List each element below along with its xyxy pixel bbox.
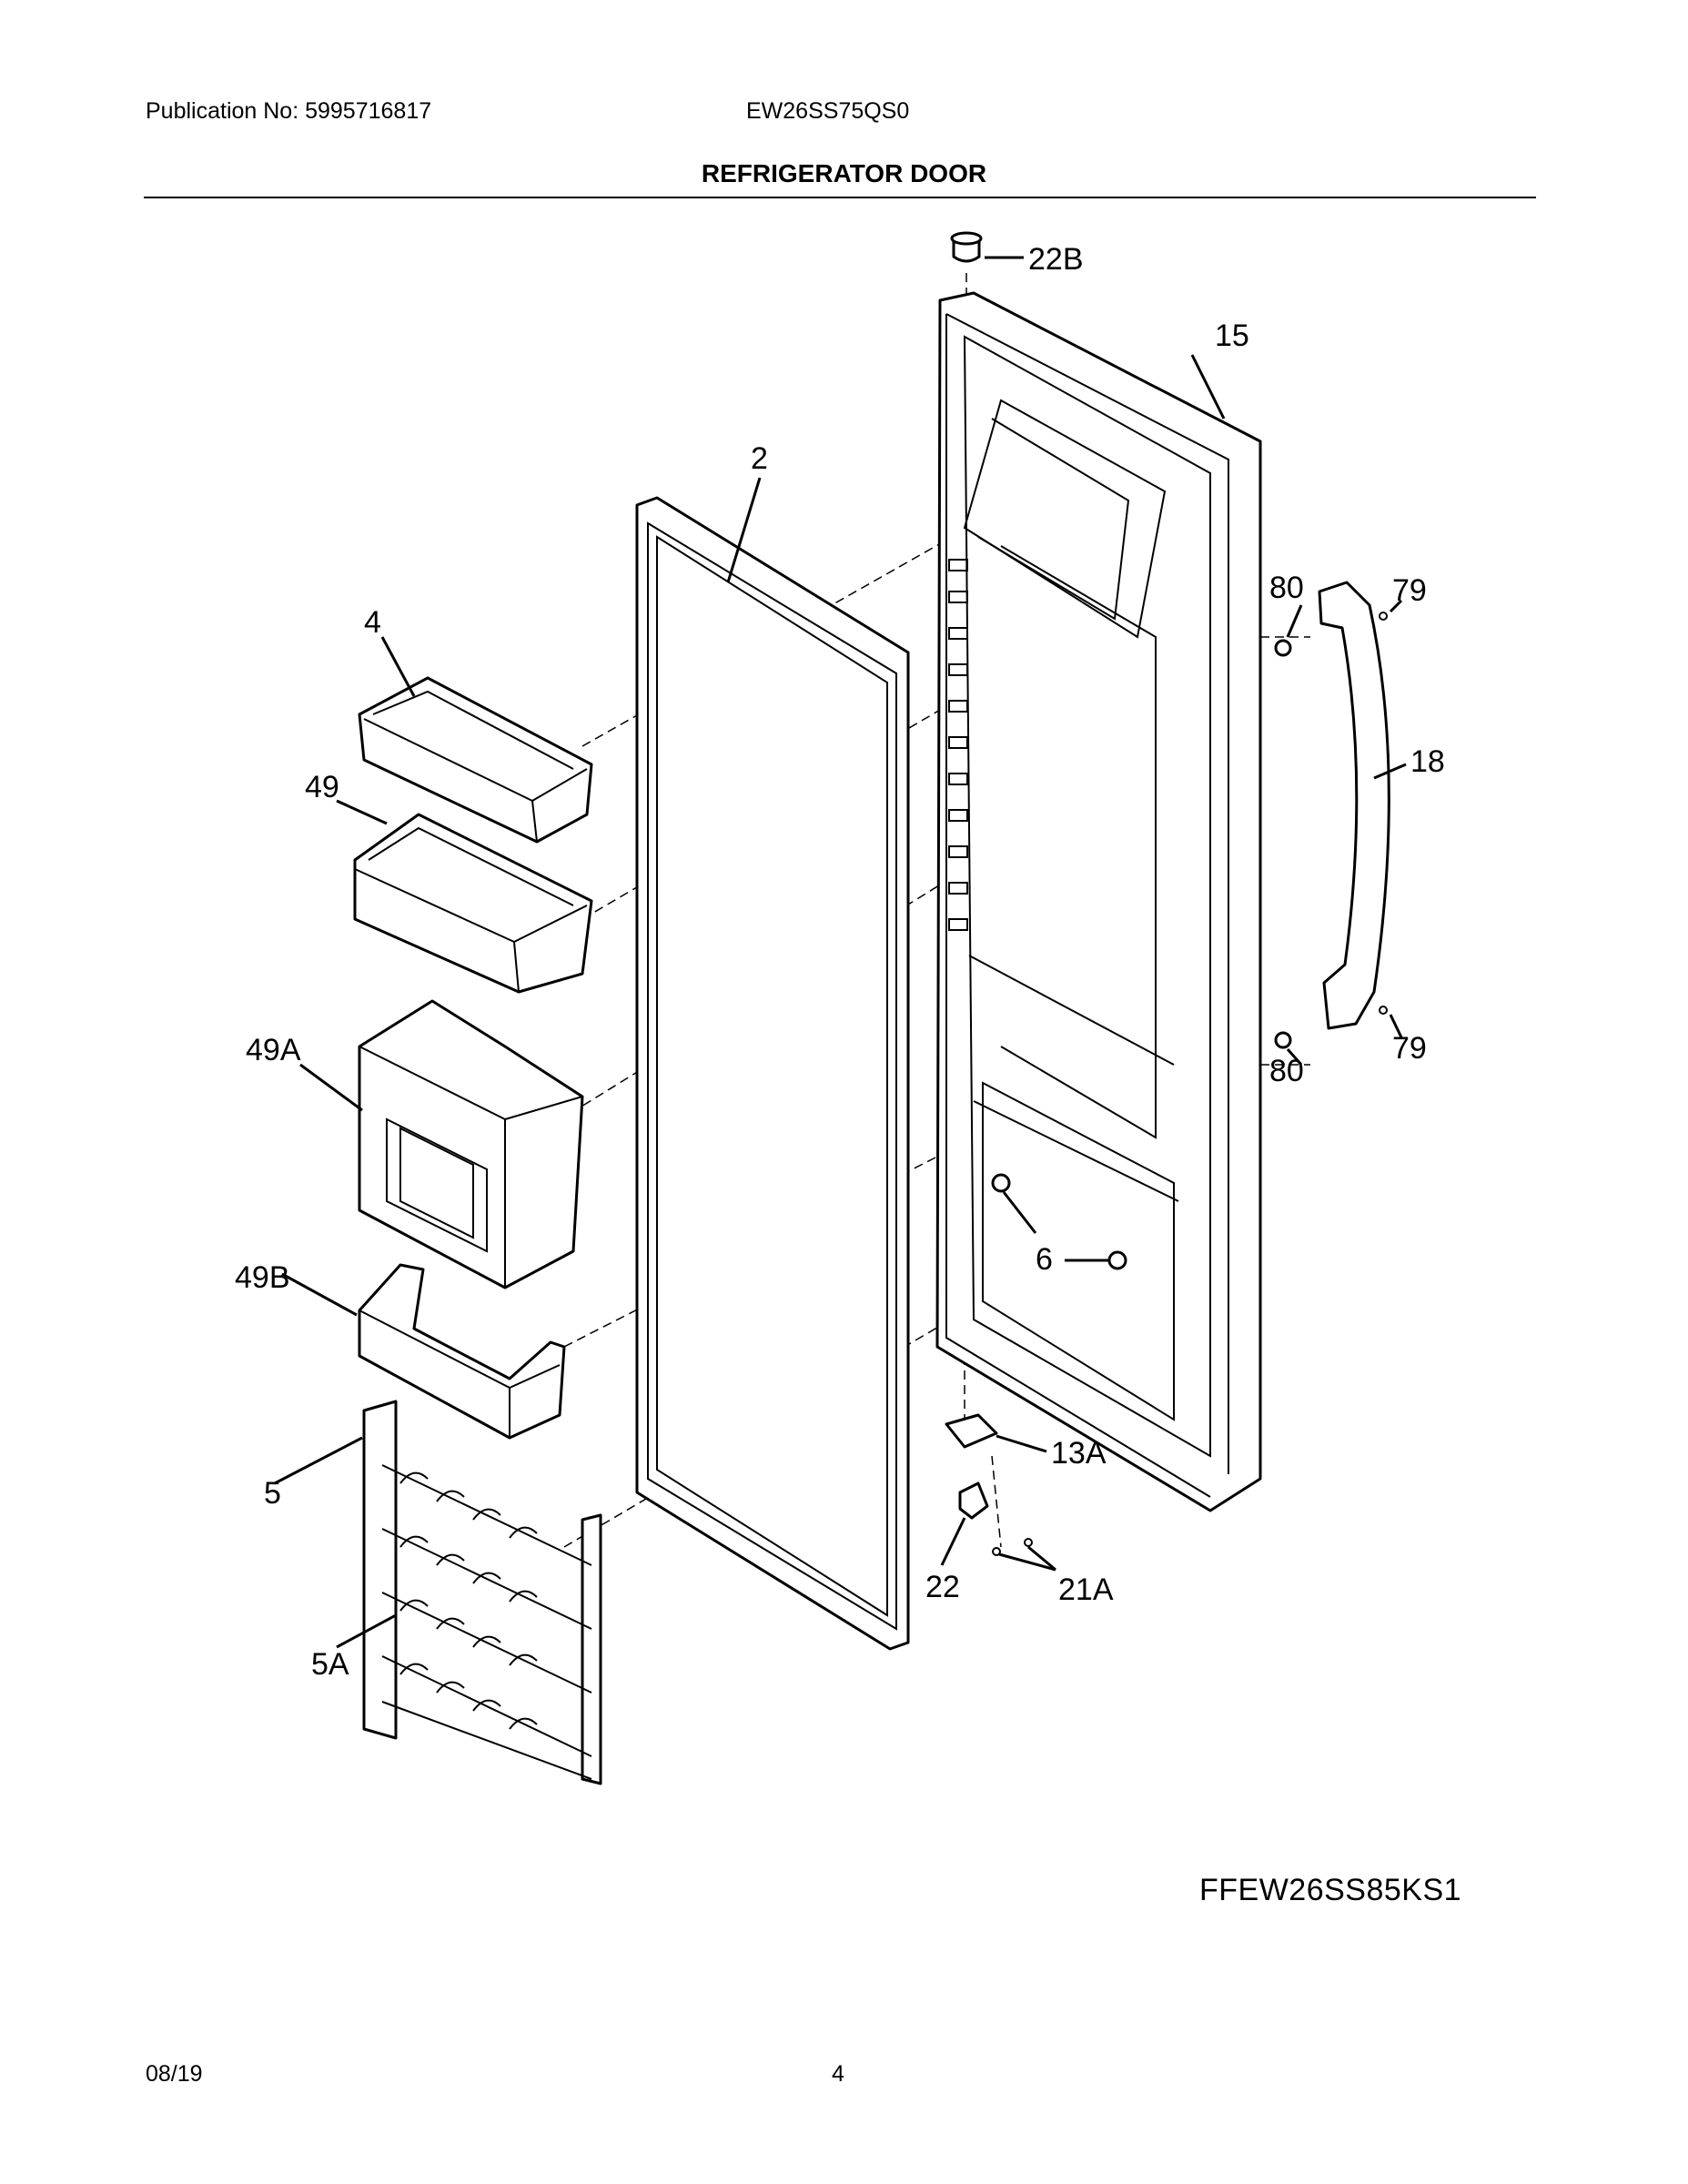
label-5: 5 bbox=[264, 1476, 281, 1511]
part-49B-bin bbox=[358, 1263, 566, 1440]
label-6: 6 bbox=[1036, 1242, 1053, 1277]
part-18-handle bbox=[1318, 581, 1390, 1030]
label-18: 18 bbox=[1410, 744, 1445, 779]
shelf-tabs bbox=[948, 559, 968, 931]
label-15: 15 bbox=[1215, 318, 1249, 353]
model-number: EW26SS75QS0 bbox=[746, 98, 910, 124]
title-rule bbox=[144, 197, 1536, 198]
leader-lines bbox=[274, 256, 1407, 1649]
page-title: REFRIGERATOR DOOR bbox=[701, 159, 987, 187]
label-79-bottom: 79 bbox=[1392, 1031, 1427, 1066]
label-13A: 13A bbox=[1051, 1436, 1107, 1471]
label-5A: 5A bbox=[311, 1647, 349, 1682]
part-4-door-bin bbox=[358, 676, 593, 844]
label-21A: 21A bbox=[1058, 1572, 1114, 1607]
part-79-screws bbox=[1379, 612, 1388, 1015]
diagram-code: FFEW26SS85KS1 bbox=[1199, 1873, 1462, 1907]
part-13A-bracket bbox=[945, 1413, 998, 1449]
part-5-wine-rack bbox=[362, 1400, 602, 1785]
part-15-door-liner bbox=[935, 291, 1262, 1512]
label-4: 4 bbox=[364, 605, 381, 640]
publication-number: Publication No: 5995716817 bbox=[146, 98, 432, 124]
label-22: 22 bbox=[925, 1570, 960, 1604]
part-2-gasket bbox=[635, 496, 910, 1651]
part-49-door-bin bbox=[353, 813, 593, 994]
label-49: 49 bbox=[305, 770, 339, 804]
page-number: 4 bbox=[832, 2061, 844, 2087]
label-80-top: 80 bbox=[1269, 571, 1304, 605]
label-49A: 49A bbox=[246, 1033, 301, 1067]
label-79-top: 79 bbox=[1392, 573, 1427, 608]
label-2: 2 bbox=[751, 441, 768, 476]
part-22B-plug bbox=[950, 231, 983, 263]
part-6-screws bbox=[991, 1173, 1127, 1270]
label-49B: 49B bbox=[235, 1260, 290, 1295]
part-80-bushings bbox=[1274, 639, 1292, 1049]
part-21A-screws bbox=[992, 1538, 1033, 1556]
footer-date: 08/19 bbox=[146, 2061, 203, 2087]
label-80-bottom: 80 bbox=[1269, 1054, 1304, 1088]
label-22B: 22B bbox=[1028, 242, 1084, 277]
part-22-hinge-cam bbox=[958, 1481, 989, 1520]
part-49A-bin bbox=[358, 999, 584, 1289]
